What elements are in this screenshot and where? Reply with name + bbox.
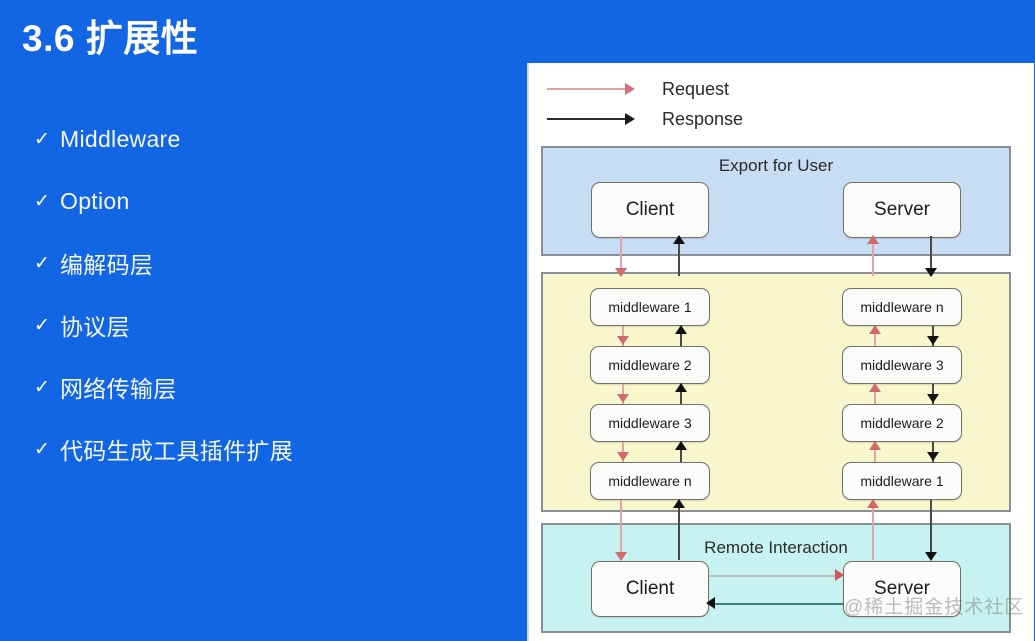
conn-resp-remote-to-mw xyxy=(678,500,680,560)
diagram-legend: Request Response xyxy=(529,63,1034,146)
conn-req-mw-to-export-right xyxy=(872,236,874,276)
page-title: 3.6 扩展性 xyxy=(22,18,199,59)
list-item: ✓ 网络传输层 xyxy=(34,356,504,418)
legend-entry-request: Request xyxy=(547,78,729,100)
list-item-label: Middleware xyxy=(60,125,181,152)
slide-left-panel: 3.6 扩展性 ✓ Middleware ✓ Option ✓ 编解码层 ✓ 协… xyxy=(22,18,504,480)
check-icon: ✓ xyxy=(34,190,50,212)
section-remote-interaction: Remote Interaction Client Server xyxy=(541,523,1011,633)
check-icon: ✓ xyxy=(34,376,50,398)
section-title: Remote Interaction xyxy=(704,538,848,557)
list-item-label: 编解码层 xyxy=(60,252,154,278)
arrowhead-resp xyxy=(925,268,937,277)
section-title: Export for User xyxy=(718,156,834,175)
node-server-remote: Server xyxy=(843,561,961,617)
section-middleware: middleware 1 middleware 2 middleware 3 m… xyxy=(541,272,1011,512)
node-middleware-left-4: middleware n xyxy=(590,462,710,500)
list-item: ✓ 编解码层 xyxy=(34,232,504,294)
legend-entry-response: Response xyxy=(547,108,743,130)
node-middleware-right-3: middleware 2 xyxy=(842,404,962,442)
node-client-export: Client xyxy=(591,182,709,238)
response-arrow-icon xyxy=(547,113,637,125)
list-item: ✓ 代码生成工具插件扩展 xyxy=(34,418,504,480)
arrowhead-resp xyxy=(673,235,685,244)
conn-req-remote-to-mw xyxy=(872,500,874,560)
list-item-label: Option xyxy=(60,187,130,214)
arrowhead-resp xyxy=(925,552,937,561)
node-middleware-left-3: middleware 3 xyxy=(590,404,710,442)
conn-resp-export-to-mw-right xyxy=(930,236,932,276)
conn-req-mw-to-remote xyxy=(620,500,622,560)
node-middleware-right-1: middleware n xyxy=(842,288,962,326)
legend-label: Response xyxy=(662,108,744,129)
arrowhead-req xyxy=(615,268,627,277)
check-icon: ✓ xyxy=(34,128,50,150)
list-item: ✓ Option xyxy=(34,170,504,232)
check-icon: ✓ xyxy=(34,252,50,274)
arrowhead-req xyxy=(867,235,879,244)
arrowhead-req xyxy=(615,552,627,561)
check-icon: ✓ xyxy=(34,438,50,460)
conn-resp-mw-to-export xyxy=(678,236,680,276)
list-item-label: 网络传输层 xyxy=(60,376,177,402)
node-client-remote: Client xyxy=(591,561,709,617)
conn-resp-mw-to-remote xyxy=(930,500,932,560)
architecture-diagram: Request Response Export for User Client … xyxy=(527,63,1034,641)
list-item-label: 代码生成工具插件扩展 xyxy=(60,438,293,464)
check-icon: ✓ xyxy=(34,314,50,336)
legend-label: Request xyxy=(662,78,730,99)
node-middleware-left-1: middleware 1 xyxy=(590,288,710,326)
list-item: ✓ 协议层 xyxy=(34,294,504,356)
request-arrow-icon xyxy=(547,83,637,95)
conn-req-export-to-mw xyxy=(620,236,622,276)
node-middleware-right-4: middleware 1 xyxy=(842,462,962,500)
section-export-for-user: Export for User Client Server xyxy=(541,146,1011,256)
arrowhead-resp xyxy=(673,499,685,508)
list-item-label: 协议层 xyxy=(60,314,130,340)
arrowhead-req xyxy=(867,499,879,508)
list-item: ✓ Middleware xyxy=(34,108,504,170)
bullet-list: ✓ Middleware ✓ Option ✓ 编解码层 ✓ 协议层 ✓ 网络传… xyxy=(34,108,504,480)
node-middleware-right-2: middleware 3 xyxy=(842,346,962,384)
node-server-export: Server xyxy=(843,182,961,238)
node-middleware-left-2: middleware 2 xyxy=(590,346,710,384)
